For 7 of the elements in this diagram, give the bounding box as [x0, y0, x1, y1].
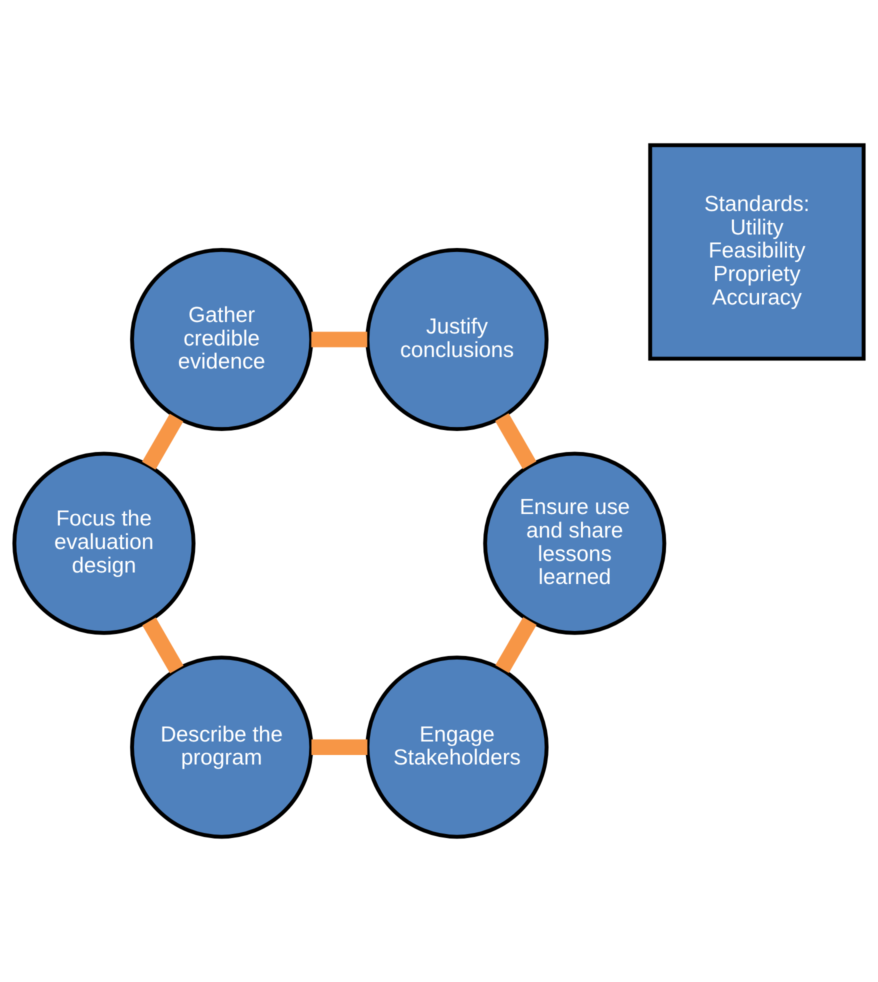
node-circle: Focus the evaluation design	[12, 452, 196, 635]
node-circle: Engage Stakeholders	[365, 656, 549, 839]
node-box: Standards: Utility Feasibility Propriety Accuracy	[648, 143, 866, 361]
node-circle: Gather credible evidence	[130, 248, 314, 432]
node-circle: Ensure use and share lessons learned	[483, 452, 666, 635]
node-circle: Describe the program	[130, 656, 314, 839]
node-circle: Justify conclusions	[365, 248, 549, 432]
